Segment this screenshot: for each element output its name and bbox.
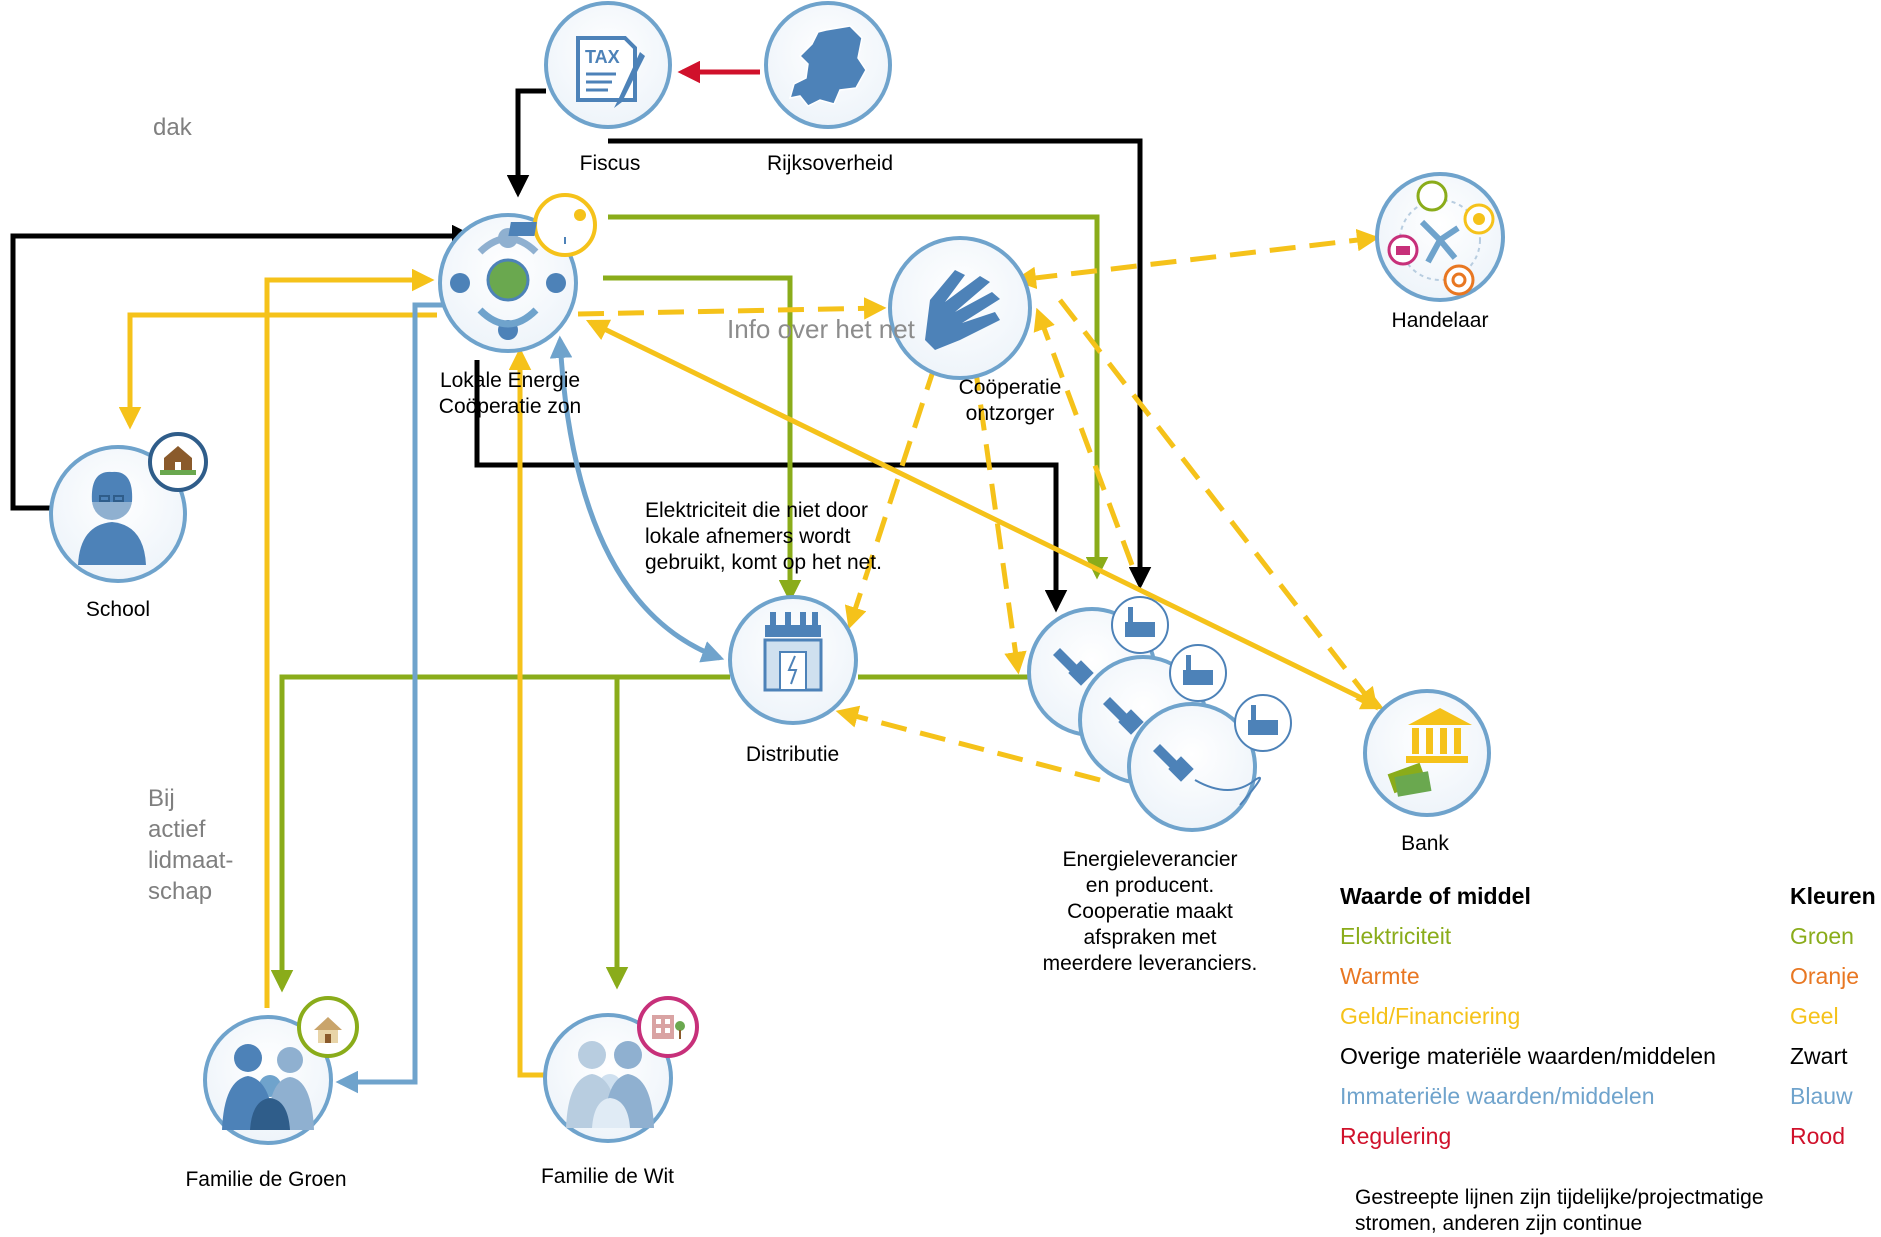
legend-value: Elektriciteit: [1340, 923, 1452, 949]
legend-color: Blauw: [1790, 1083, 1853, 1109]
legend-color: Groen: [1790, 923, 1854, 949]
legend-row: Warmte Oranje: [1340, 956, 1876, 996]
energieleverancier-label-line-2: en producent.: [1085, 874, 1215, 897]
familie-groen-node[interactable]: [203, 996, 359, 1145]
legend-value: Regulering: [1340, 1123, 1452, 1149]
legend-value: Geld/Financiering: [1340, 1003, 1521, 1029]
familie-wit-label: Familie de Wit: [540, 1165, 675, 1188]
legend-row: Elektriciteit Groen: [1340, 916, 1876, 956]
house-icon: [297, 996, 359, 1058]
note-elektriciteit-net: Elektriciteit die niet door lokale afnem…: [645, 498, 882, 576]
note-bij-actief-line-4: schap: [148, 878, 213, 905]
energieleverancier-node[interactable]: [1027, 596, 1292, 832]
lokale-energie-node[interactable]: [438, 193, 597, 353]
school-label: School: [85, 598, 151, 621]
arrow-distributie-familie-groen: [270, 674, 730, 993]
apartment-icon: [637, 996, 699, 1058]
cooperatie-label-line-1: Coöperatie: [958, 376, 1062, 399]
legend-value: Warmte: [1340, 963, 1420, 989]
legend-row: Regulering Rood: [1340, 1116, 1876, 1156]
bank-label: Bank: [1401, 832, 1449, 855]
netherlands-map-icon: [788, 25, 867, 107]
arrow-energieleverancier-cooperatie-dashed: [1033, 307, 1135, 566]
arrow-lokale-energie-familie-groen: [335, 302, 448, 1094]
energieleverancier-label-line-1: Energieleverancier: [1062, 848, 1238, 871]
note-info-net: Info over het net: [727, 314, 915, 344]
rijksoverheid-label: Rijksoverheid: [766, 152, 894, 175]
note-elektriciteit-net-line-2: lokale afnemers wordt: [645, 525, 851, 548]
note-dak: dak: [153, 114, 192, 141]
energieleverancier-label: Energieleverancier en producent. Coopera…: [1030, 847, 1270, 977]
legend-row: Geld/Financiering Geel: [1340, 996, 1876, 1036]
arrow-school-lokale-energie: [10, 224, 475, 511]
arrow-cooperatie-bank-dashed: [1058, 298, 1378, 711]
familie-groen-label: Familie de Groen: [185, 1168, 347, 1191]
arrow-familie-wit-lokale-energie: [508, 347, 555, 1078]
school-building-icon: [148, 432, 208, 492]
distributie-node[interactable]: [728, 595, 858, 725]
cooperatie-label-line-2: ontzorger: [965, 402, 1055, 425]
energieleverancier-label-line-4: afspraken met: [1083, 926, 1217, 949]
lokale-energie-label-line-1: Lokale Energie: [439, 369, 581, 392]
family-icon: [222, 1044, 314, 1130]
note-bij-actief-line-3: lidmaat-: [148, 847, 234, 874]
bank-money-icon: [1387, 708, 1472, 797]
legend-color: Rood: [1790, 1123, 1845, 1149]
teacher-icon: [78, 471, 146, 565]
arrow-cooperatie-distributie-dashed: [844, 364, 938, 630]
footnote-line-2: stromen, anderen zijn continue: [1355, 1212, 1643, 1235]
legend: Waarde of middel Kleuren Elektriciteit G…: [1340, 876, 1876, 1156]
cooperatie-node[interactable]: [888, 236, 1032, 380]
handelaar-node[interactable]: [1375, 172, 1505, 302]
school-node[interactable]: [49, 432, 208, 583]
legend-row: Immateriële waarden/middelen Blauw: [1340, 1076, 1876, 1116]
legend-color: Geel: [1790, 1003, 1839, 1029]
handelaar-label: Handelaar: [1391, 309, 1489, 332]
fiscus-node[interactable]: TAX: [544, 1, 672, 129]
community-globe-icon: [450, 228, 566, 340]
elderly-family-icon: [566, 1041, 654, 1128]
legend-value: Overige materiële waarden/middelen: [1340, 1043, 1716, 1069]
legend-color: Zwart: [1790, 1043, 1848, 1069]
distributie-label: Distributie: [745, 743, 840, 766]
legend-header-color: Kleuren: [1790, 883, 1876, 909]
note-elektriciteit-net-line-1: Elektriciteit die niet door: [645, 499, 868, 522]
arrow-lokale-energie-cooperatie-dashed: [577, 297, 887, 320]
arrow-energieleverancier-distributie-dashed: [835, 705, 1101, 783]
solar-panel-icon: [508, 193, 597, 257]
legend-row: Overige materiële waarden/middelen Zwart: [1340, 1036, 1876, 1076]
legend-color: Oranje: [1790, 963, 1860, 989]
familie-wit-node[interactable]: [543, 996, 699, 1143]
note-elektriciteit-net-line-3: gebruikt, komt op het net.: [645, 551, 882, 574]
bank-node[interactable]: [1363, 689, 1491, 817]
arrow-familie-groen-lokale-energie: [264, 268, 435, 1008]
lokale-energie-label: Lokale Energie Coöperatie zon: [420, 368, 600, 420]
tax-document-icon: TAX: [576, 36, 645, 108]
note-bij-actief: Bij actief lidmaat- schap: [148, 783, 233, 907]
energy-trade-icon: [1387, 180, 1495, 296]
energieleverancier-label-line-5: meerdere leveranciers.: [1042, 952, 1258, 975]
footnote: Gestreepte lijnen zijn tijdelijke/projec…: [1355, 1185, 1764, 1237]
energieleverancier-label-line-3: Cooperatie maakt: [1067, 900, 1233, 923]
legend-value: Immateriële waarden/middelen: [1340, 1083, 1655, 1109]
footnote-line-1: Gestreepte lijnen zijn tijdelijke/projec…: [1355, 1186, 1764, 1209]
arrow-lokale-energie-school: [118, 312, 437, 430]
fiscus-label: Fiscus: [579, 152, 641, 175]
arrow-fiscus-lokale-energie: [506, 88, 546, 198]
transformer-station-icon: [763, 612, 823, 692]
note-bij-actief-line-1: Bij: [148, 785, 175, 812]
arrow-handelaar-cooperatie-dashed: [1013, 228, 1380, 290]
lokale-energie-label-line-2: Coöperatie zon: [438, 395, 582, 418]
legend-header-value: Waarde of middel: [1340, 883, 1531, 909]
rijksoverheid-node[interactable]: [764, 1, 892, 129]
cooperatie-label: Coöperatie ontzorger: [940, 375, 1080, 427]
arrow-cooperatie-energieleverancier-dashed: [972, 364, 1027, 675]
arrow-lokale-energie-distributie-blue: [549, 335, 725, 663]
legend-header: Waarde of middel Kleuren: [1340, 876, 1876, 916]
svg-text:TAX: TAX: [585, 47, 620, 67]
hand-icon: [925, 270, 1000, 350]
note-bij-actief-line-2: actief: [148, 816, 206, 843]
